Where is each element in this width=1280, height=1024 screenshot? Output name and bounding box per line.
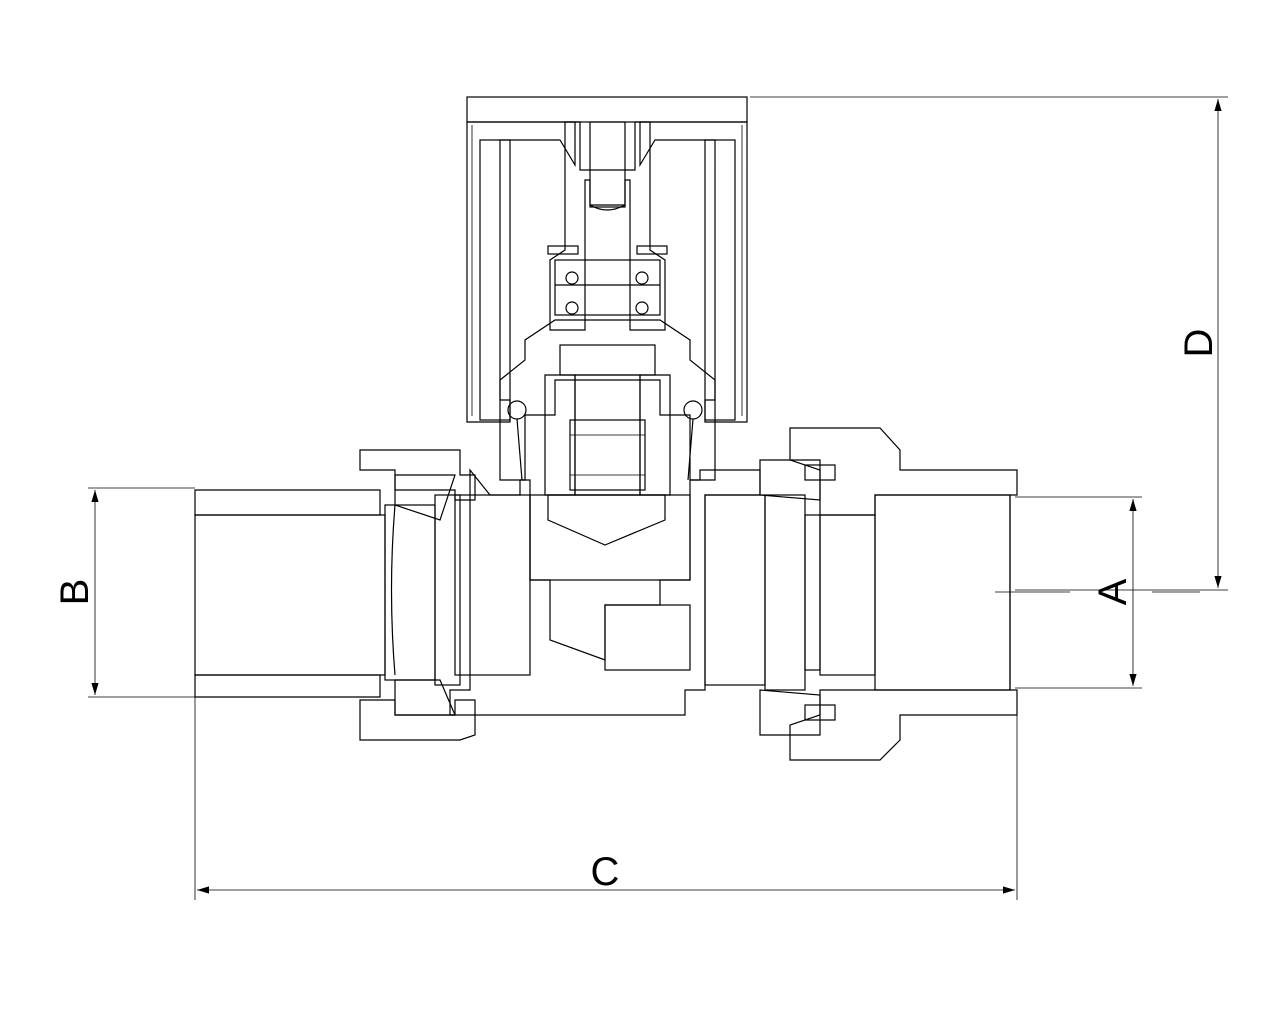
dimension-c [194, 697, 1018, 900]
dimension-a [995, 496, 1200, 689]
dimension-label-d: D [1177, 329, 1221, 358]
valve-stem [547, 121, 668, 331]
right-connection [759, 427, 1018, 761]
dimension-label-c: C [591, 850, 620, 894]
bonnet [499, 319, 716, 546]
dimension-d [750, 96, 1228, 591]
dimension-b [88, 487, 195, 698]
valve-body [449, 468, 766, 716]
left-connection [194, 449, 476, 741]
dimension-label-b: B [53, 579, 97, 606]
dimension-label-a: A [1091, 578, 1135, 605]
